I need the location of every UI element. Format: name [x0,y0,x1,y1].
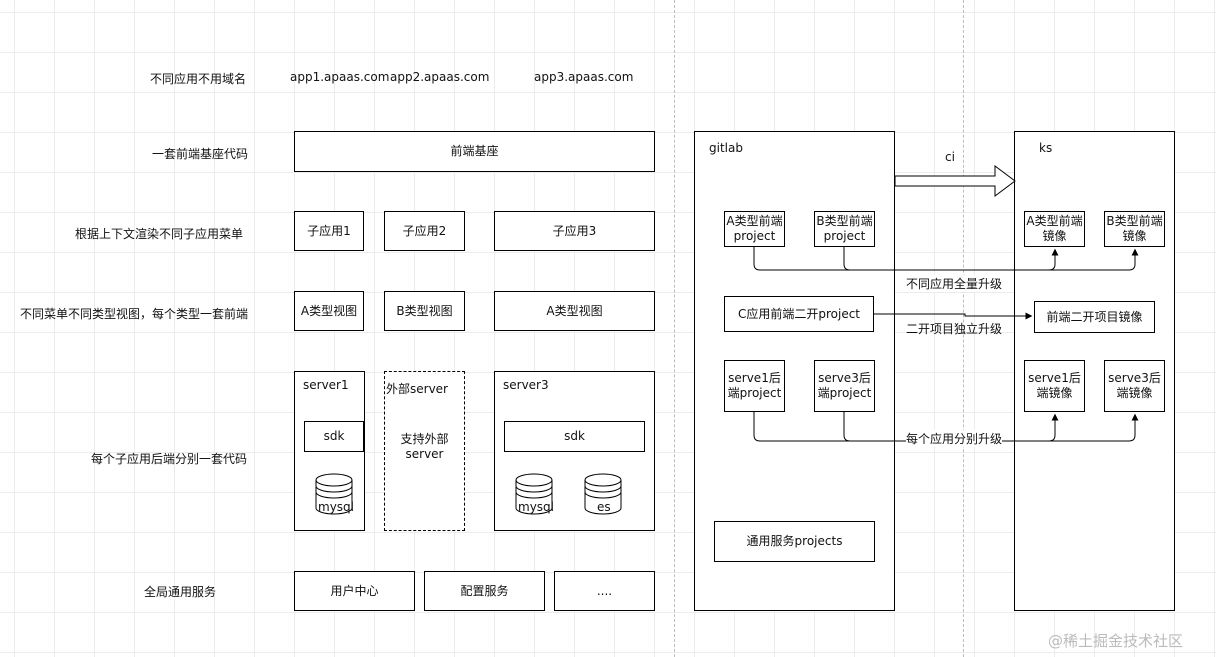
frontend-base-box: 前端基座 [294,131,655,172]
gitlab-a-project: A类型前端 project [724,211,785,247]
guide-line-left [674,0,675,657]
subapp-3-box: 子应用3 [494,211,655,251]
server1-db-label: mysql [318,500,354,514]
custom-upgrade-label: 二开项目独立升级 [906,322,1003,336]
subapp-1-box: 子应用1 [294,211,364,251]
row-label-base-code: 一套前端基座代码 [152,147,249,161]
ks-custom-image: 前端二开项目镜像 [1034,301,1155,333]
ks-serve1-image: serve1后 端镜像 [1024,360,1085,412]
more-services-box: .... [554,571,655,611]
server3-sdk-box: sdk [504,421,645,452]
row-label-global: 全局通用服务 [144,585,217,599]
custom-upgrade-connector [874,312,1033,320]
domain-app2: app2.apaas.com [390,70,490,84]
gitlab-c-project: C应用前端二开project [724,296,874,332]
gitlab-common-projects: 通用服务projects [714,521,875,562]
database-icon [584,473,622,515]
external-server-box: 外部server 支持外部 server [384,371,465,531]
ks-title: ks [1039,141,1053,155]
user-center-box: 用户中心 [294,571,415,611]
server3-db-label-mysql: mysql [518,500,554,514]
gitlab-serve3-project: serve3后 端project [814,360,875,412]
gitlab-serve1-project: serve1后 端project [724,360,785,412]
subapp-2-box: 子应用2 [384,211,465,251]
row-label-menu: 根据上下文渲染不同子应用菜单 [75,227,244,241]
server3-db-label-es: es [597,500,611,514]
ci-label: ci [945,150,955,164]
gitlab-b-project: B类型前端 project [814,211,875,247]
gitlab-title: gitlab [709,141,743,155]
each-upgrade-label: 每个应用分别升级 [906,430,1003,447]
server3-title: server3 [503,378,549,392]
full-upgrade-connector [753,247,1059,271]
row-label-backend: 每个子应用后端分别一套代码 [91,452,248,466]
domain-app3: app3.apaas.com [534,70,634,84]
database-icon [315,473,353,515]
view-b-box: B类型视图 [384,291,465,331]
row-label-views: 不同菜单不同类型视图，每个类型一套前端 [20,307,249,321]
ks-b-image: B类型前端 镜像 [1104,211,1165,247]
full-upgrade-connector-b [843,247,1139,271]
config-service-box: 配置服务 [424,571,545,611]
server1-sdk-box: sdk [304,421,364,452]
external-server-title: 外部server [386,382,448,396]
watermark: @稀土掘金技术社区 [1048,632,1184,650]
ci-arrow [894,165,1016,197]
full-upgrade-label: 不同应用全量升级 [906,275,1003,292]
each-upgrade-connector [753,412,1059,442]
ks-a-image: A类型前端 镜像 [1024,211,1085,247]
view-a-box-1: A类型视图 [294,291,364,331]
database-icon [515,473,553,515]
row-label-domains: 不同应用不用域名 [150,72,247,86]
domain-app1: app1.apaas.com [290,70,390,84]
server1-title: server1 [303,378,349,392]
view-a-box-3: A类型视图 [494,291,655,331]
external-server-desc: 支持外部 server [400,432,449,461]
ks-serve3-image: serve3后 端镜像 [1104,360,1165,412]
guide-line-right [963,0,964,657]
